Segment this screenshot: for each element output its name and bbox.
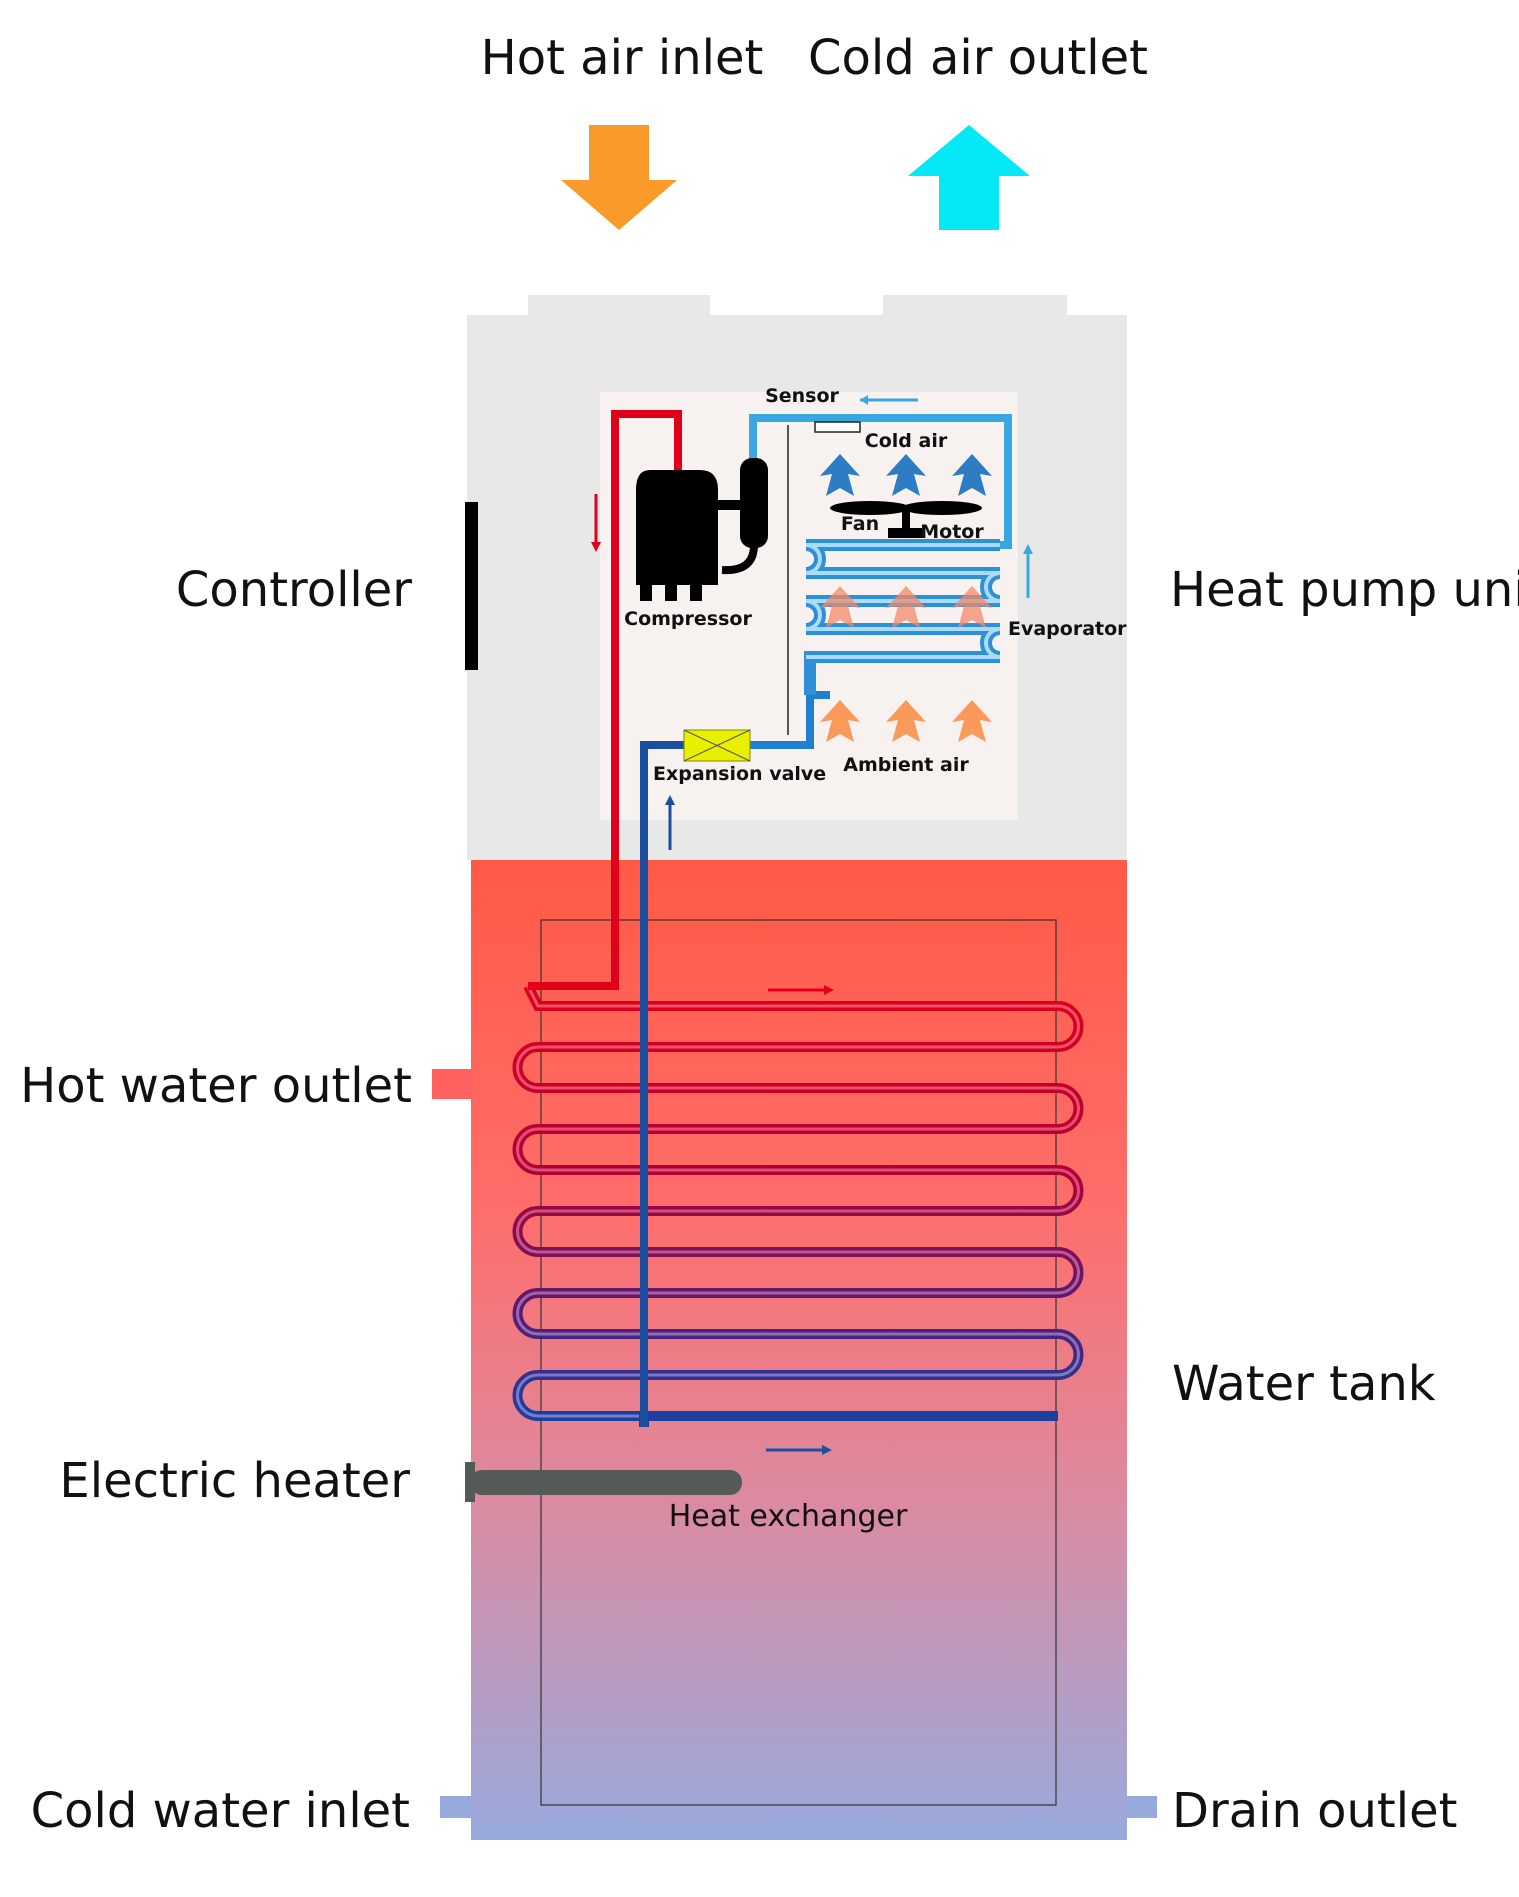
cold-air-arrow-icon-1	[820, 454, 860, 496]
arrow-up-icon	[908, 125, 1030, 230]
ambient-air-label: Ambient air	[843, 754, 969, 776]
controller-panel	[465, 502, 478, 670]
drain-outlet-label: Drain outlet	[1172, 1783, 1457, 1839]
electric-heater-element	[465, 1462, 742, 1502]
heat-exchanger-tube-highlight	[516, 985, 1080, 1418]
hot-air-arrow-icon	[561, 125, 677, 230]
cold-water-inlet-pipe	[440, 1796, 472, 1818]
ambient-air-arrow-icon-2	[886, 700, 926, 742]
sensor-label: Sensor	[765, 385, 839, 407]
compressor-icon	[636, 458, 768, 601]
electric-heater-label: Electric heater	[59, 1453, 410, 1509]
warm-air-through-coil-icon-2	[886, 586, 926, 628]
fan-label: Fan	[841, 513, 879, 535]
cold-air-arrow-icon-3	[952, 454, 992, 496]
hot-water-outlet-pipe	[432, 1069, 472, 1099]
cold-water-inlet-label: Cold water inlet	[31, 1783, 410, 1839]
cold-air-arrow-icon-2	[886, 454, 926, 496]
cold-air-label: Cold air	[865, 430, 948, 452]
controller-label: Controller	[176, 562, 412, 618]
expansion-valve-icon	[683, 729, 751, 762]
compressor-label: Compressor	[624, 608, 752, 630]
hot-refrigerant-pipe	[528, 410, 682, 990]
drain-outlet-pipe	[1127, 1796, 1157, 1818]
water-tank-label: Water tank	[1172, 1356, 1436, 1412]
sensor-arrowhead	[860, 395, 868, 405]
ambient-air-arrow-icon-1	[820, 700, 860, 742]
hot-air-inlet-label: Hot air inlet	[481, 30, 764, 86]
heat-pump-unit-label: Heat pump unit	[1170, 562, 1519, 618]
valve-to-evaporator-pipe	[748, 691, 830, 749]
suction-line-pipe	[749, 414, 1012, 549]
expansion-valve-label: Expansion valve	[653, 763, 826, 785]
water-tank	[471, 860, 1127, 1840]
ambient-air-arrow-icon-3	[952, 700, 992, 742]
hot-water-outlet-label: Hot water outlet	[20, 1058, 412, 1114]
warm-air-through-coil-icon-1	[820, 586, 860, 628]
evaporator-label: Evaporator	[1008, 618, 1127, 640]
tank-inner-outline	[540, 919, 1057, 1806]
sensor-icon	[814, 421, 861, 433]
warm-air-through-coil-icon-3	[952, 586, 992, 628]
motor-label: Motor	[920, 521, 984, 543]
air-flow-arrows	[820, 454, 992, 742]
arrow-down-icon	[561, 125, 677, 230]
fan-icon	[830, 501, 982, 538]
flow-direction-arrows	[591, 494, 1033, 1455]
heat-exchanger-label: Heat exchanger	[669, 1499, 908, 1534]
cold-air-outlet-label: Cold air outlet	[808, 30, 1148, 86]
cold-air-arrow-icon	[908, 125, 1030, 230]
